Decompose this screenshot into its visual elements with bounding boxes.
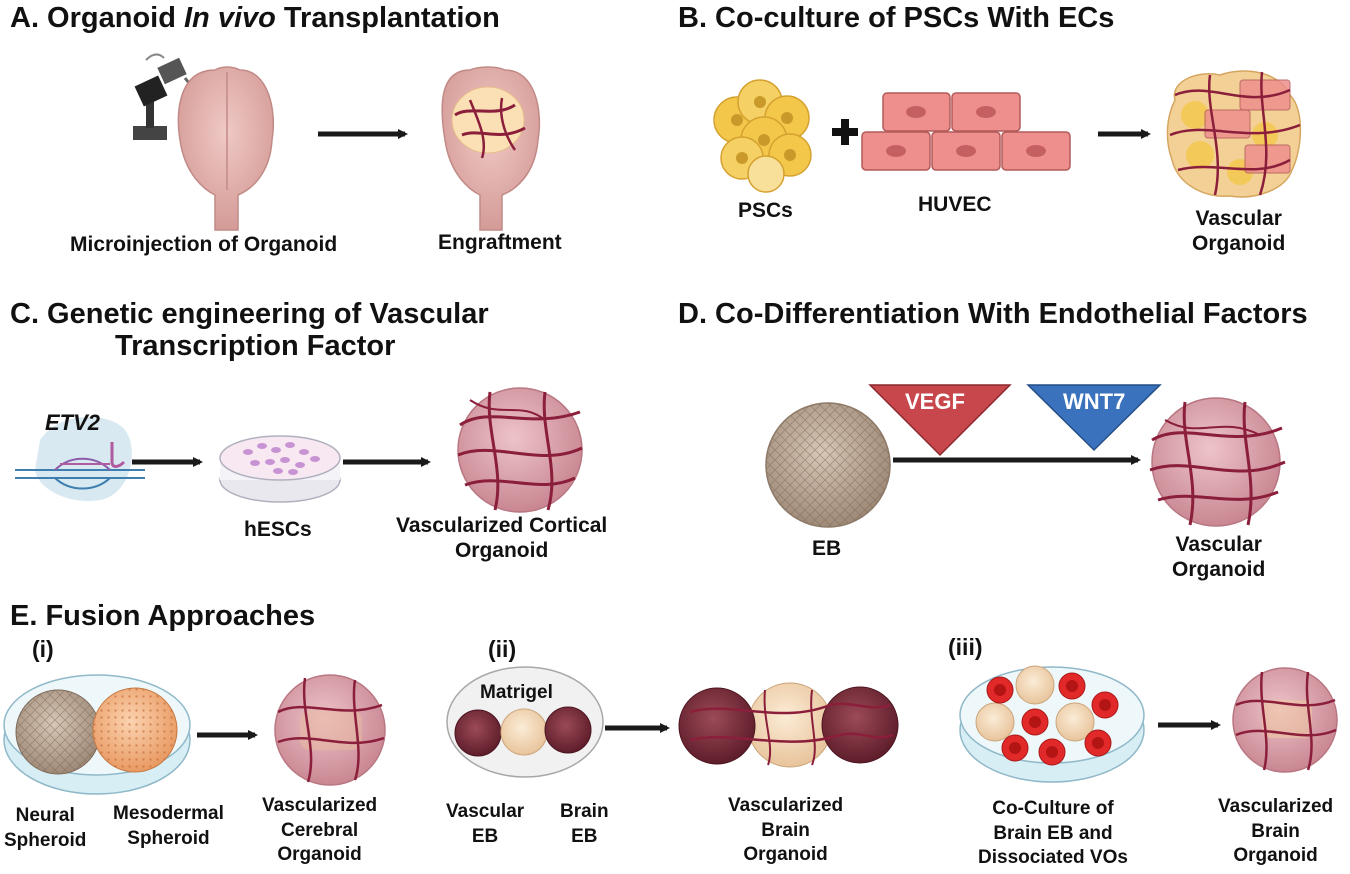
label-vascularized-cortical-organoid: Vascularized Cortical Organoid xyxy=(396,513,607,563)
brain-eb xyxy=(544,706,592,754)
sub-label-iii: (iii) xyxy=(948,634,983,660)
label-cocult-line3: Dissociated VOs xyxy=(978,847,1128,869)
vascularized-brain-organoid-ii xyxy=(678,682,899,768)
label-eb: EB xyxy=(812,537,842,560)
vascular-organoid-b xyxy=(1166,70,1302,198)
vascularized-brain-organoid-iii xyxy=(1232,667,1338,773)
label-vbrain-line2: Brain xyxy=(761,819,810,841)
label-etv2: ETV2 xyxy=(45,410,101,435)
panel-b-title: B. Co-culture of PSCs With ECs xyxy=(678,2,1115,34)
sub-label-ii: (ii) xyxy=(488,636,517,662)
label-matrigel: Matrigel xyxy=(480,682,553,703)
label-vo-d-line1: Vascular xyxy=(1175,533,1262,556)
label-meso-line1: Mesodermal xyxy=(113,803,224,824)
panel-a-title: A. Organoid In vivo Transplantation xyxy=(10,2,500,34)
pscs-cluster xyxy=(713,79,812,193)
mouse-brain-left xyxy=(177,66,275,231)
label-vo-d-line2: Organoid xyxy=(1172,558,1266,582)
panel-c-title: C. Genetic engineering of Vascular Trans… xyxy=(10,298,489,363)
label-brain-eb: Brain EB xyxy=(560,800,609,849)
etv2-dna-icon xyxy=(15,416,145,501)
label-vbrain2-line2: Brain xyxy=(1251,820,1300,842)
label-engraftment: Engraftment xyxy=(438,231,562,254)
label-huvec: HUVEC xyxy=(918,193,992,216)
label-mesodermal-spheroid: Mesodermal Spheroid xyxy=(113,802,224,851)
label-vbrain-line1: Vascularized xyxy=(728,795,844,816)
label-beb-line2: EB xyxy=(571,825,598,847)
wnt7-triangle xyxy=(1026,384,1162,452)
panel-c-title-line1: C. Genetic engineering of Vascular xyxy=(10,298,489,330)
plus-icon xyxy=(832,119,858,145)
label-hescs: hESCs xyxy=(244,518,312,541)
vascular-eb xyxy=(454,709,502,757)
label-vascular-organoid-b: Vascular Organoid xyxy=(1192,206,1285,256)
vascularized-cortical-organoid xyxy=(457,387,583,513)
neural-spheroid xyxy=(15,689,101,775)
panel-a-title-prefix: A. Organoid xyxy=(10,2,184,34)
panel-a-title-suffix: Transplantation xyxy=(275,2,500,34)
label-neural-line1: Neural xyxy=(15,805,75,826)
label-veb-line1: Vascular xyxy=(446,801,525,822)
label-neural-line2: Spheroid xyxy=(4,829,87,851)
mesodermal-spheroid xyxy=(92,687,178,773)
label-vcereb-line1: Vascularized xyxy=(262,795,378,816)
label-cocult-line2: Brain EB and xyxy=(993,822,1113,844)
label-coculture: Co-Culture of Brain EB and Dissociated V… xyxy=(978,797,1128,871)
label-vbrain2-line3: Organoid xyxy=(1233,845,1318,867)
label-vascular-eb: Vascular EB xyxy=(446,800,524,849)
eb-sphere xyxy=(765,402,891,528)
label-vco-line1: Vascularized Cortical xyxy=(396,514,608,537)
label-meso-line2: Spheroid xyxy=(127,827,210,849)
label-vo-b-line2: Organoid xyxy=(1192,232,1286,256)
panel-c-title-line2: Transcription Factor xyxy=(115,330,396,363)
label-beb-line1: Brain xyxy=(560,801,609,822)
label-vcereb-line3: Organoid xyxy=(277,844,362,866)
vegf-triangle xyxy=(868,384,1012,457)
label-vegf: VEGF xyxy=(905,389,965,414)
brain-eb-cocultured xyxy=(975,665,1095,742)
sub-label-i: (i) xyxy=(32,636,54,662)
vascular-organoid-d xyxy=(1149,397,1286,527)
label-vbrain2-line1: Vascularized xyxy=(1218,796,1334,817)
panel-e-title: E. Fusion Approaches xyxy=(10,600,316,632)
label-vascularized-brain-organoid-iii: Vascularized Brain Organoid xyxy=(1218,795,1333,869)
huvec-cells xyxy=(861,92,1071,171)
center-eb xyxy=(500,708,548,756)
label-vco-line2: Organoid xyxy=(454,539,549,563)
label-vo-b-line1: Vascular xyxy=(1195,207,1282,230)
mouse-brain-engrafted xyxy=(441,66,541,231)
label-vcereb-line2: Cerebral xyxy=(281,819,359,841)
label-veb-line2: EB xyxy=(471,825,499,847)
label-wnt7: WNT7 xyxy=(1063,389,1126,414)
label-pscs: PSCs xyxy=(738,199,793,222)
vascularized-cerebral-organoid xyxy=(274,674,386,786)
label-cocult-line1: Co-Culture of xyxy=(992,798,1114,819)
dissociated-vos xyxy=(986,672,1119,766)
label-vascularized-cerebral-organoid: Vascularized Cerebral Organoid xyxy=(262,794,377,868)
label-vbrain-line3: Organoid xyxy=(743,844,828,866)
panel-a-title-italic: In vivo xyxy=(184,2,276,34)
hescs-dish xyxy=(219,435,341,503)
label-microinjection: Microinjection of Organoid xyxy=(70,233,338,256)
panel-d-title: D. Co-Differentiation With Endothelial F… xyxy=(678,298,1308,330)
label-vascular-organoid-d: Vascular Organoid xyxy=(1172,532,1265,582)
label-vascularized-brain-organoid-ii: Vascularized Brain Organoid xyxy=(728,794,843,868)
label-neural-spheroid: Neural Spheroid xyxy=(4,804,86,853)
